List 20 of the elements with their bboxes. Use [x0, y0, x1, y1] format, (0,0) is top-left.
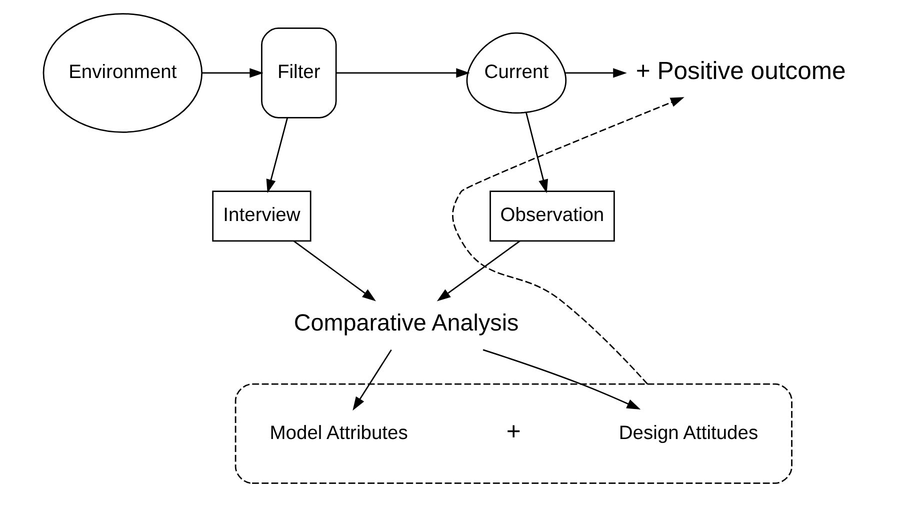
node-text: Comparative Analysis [294, 310, 519, 336]
label: + [506, 418, 521, 446]
arrow [565, 68, 627, 78]
cluster [234, 383, 792, 484]
node-box: Observation [490, 190, 615, 242]
arrow [436, 240, 520, 302]
node-box: Interview [212, 190, 312, 242]
node-box: Filter [261, 28, 337, 118]
node-ellipse: Environment [42, 13, 203, 133]
arrow [452, 97, 684, 385]
node-text: + Positive outcome [636, 58, 846, 86]
arrow [482, 349, 641, 410]
arrow [293, 240, 376, 302]
arrow [266, 118, 288, 194]
arrow [336, 68, 470, 78]
arrow [525, 112, 548, 194]
node-text: Design Attitudes [618, 422, 758, 444]
arrow [352, 349, 392, 411]
node-text: Model Attributes [270, 422, 408, 444]
arrow [202, 68, 264, 78]
